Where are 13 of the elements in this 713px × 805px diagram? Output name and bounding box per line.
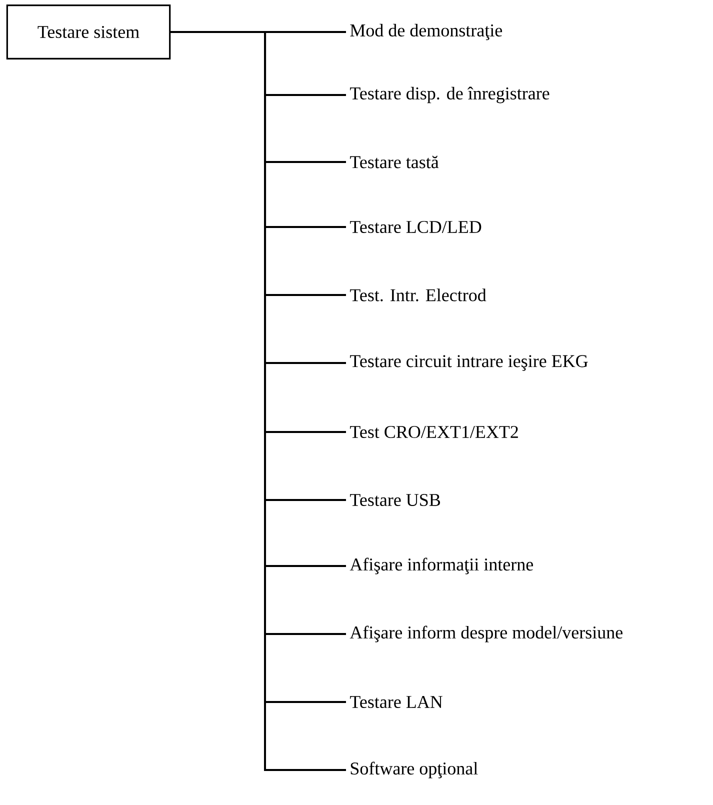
process-box: Testare sistem	[6, 4, 171, 60]
item-label: Testare tastă	[350, 156, 439, 168]
item-label: Testare USB	[350, 494, 440, 506]
item-label: Testare circuit intrare ieşire EKG	[350, 355, 588, 371]
item-label: Software opţional	[350, 762, 478, 778]
item-label: Test CRO/EXT1/EXT2	[350, 426, 518, 438]
item-label: Testare LAN	[350, 696, 442, 708]
item-label: Afişare inform despre model/versiune	[350, 626, 622, 642]
item-label: Afişare informaţii interne	[350, 558, 533, 574]
item-label: Mod de demonstraţie	[350, 24, 502, 40]
item-label: Testare disp. de înregistrare	[350, 86, 550, 104]
item-label: Testare LCD/LED	[350, 220, 482, 234]
item-label: Test. Intr. Electrod	[350, 288, 486, 302]
